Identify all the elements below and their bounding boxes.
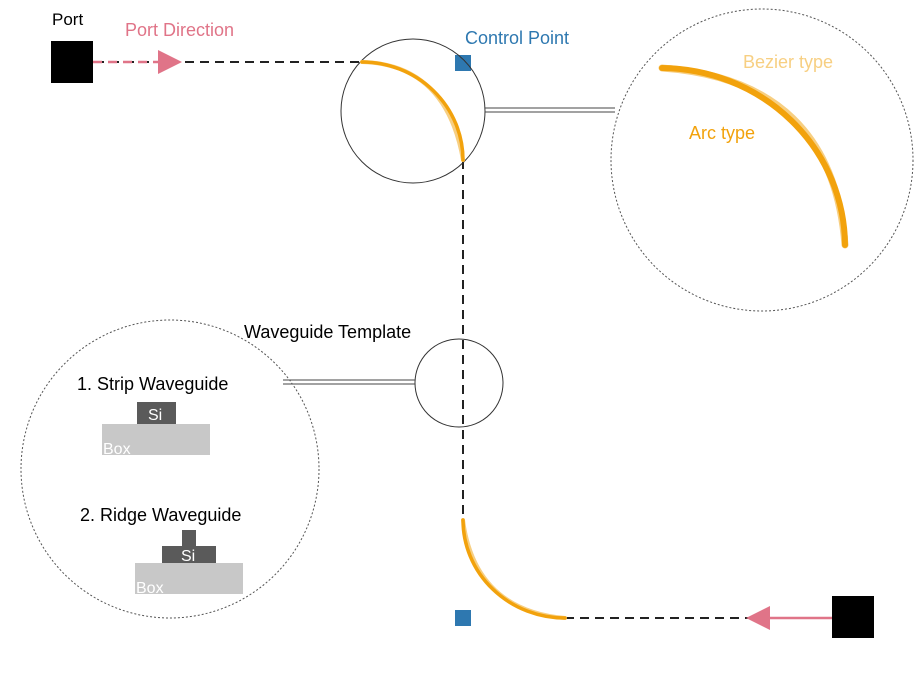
magnified-arc-curve <box>659 65 848 248</box>
zoom-connector-top <box>485 107 615 113</box>
control-point-label: Control Point <box>465 28 569 48</box>
ridge-box-layer <box>135 563 243 594</box>
port-direction-label: Port Direction <box>125 20 234 40</box>
control-point-bottom <box>455 610 471 626</box>
port-label: Port <box>52 10 83 29</box>
strip-box-layer <box>102 424 210 455</box>
strip-waveguide-label: 1. Strip Waveguide <box>77 374 228 394</box>
bend-arc-curve <box>360 60 465 162</box>
strip-waveguide-cross-section <box>102 402 210 455</box>
port-square-start <box>51 41 93 83</box>
strip-si-label: Si <box>148 407 162 424</box>
zoom-connector-left <box>283 379 415 385</box>
bezier-type-label: Bezier type <box>743 52 833 72</box>
control-point-top <box>455 55 471 71</box>
bottom-arc-curve <box>461 518 567 620</box>
port-direction-arrow-end <box>746 606 832 630</box>
template-zoom-circle <box>414 338 504 428</box>
ridge-waveguide-cross-section <box>135 530 243 594</box>
waveguide-template-label: Waveguide Template <box>244 322 411 342</box>
template-magnified-circle <box>20 319 320 619</box>
ridge-si-rib <box>182 530 196 546</box>
ridge-si-label: Si <box>181 548 195 565</box>
arc-type-label: Arc type <box>689 123 755 143</box>
strip-box-label: Box <box>103 441 131 458</box>
ridge-si-slab <box>162 546 216 563</box>
ridge-waveguide-label: 2. Ridge Waveguide <box>80 505 241 525</box>
bend-magnified-circle <box>610 8 914 312</box>
port-direction-arrow-start <box>93 50 182 74</box>
ridge-box-label: Box <box>136 580 164 597</box>
bend-zoom-circle <box>340 38 486 184</box>
port-square-end <box>832 596 874 638</box>
strip-si-core <box>137 402 176 424</box>
